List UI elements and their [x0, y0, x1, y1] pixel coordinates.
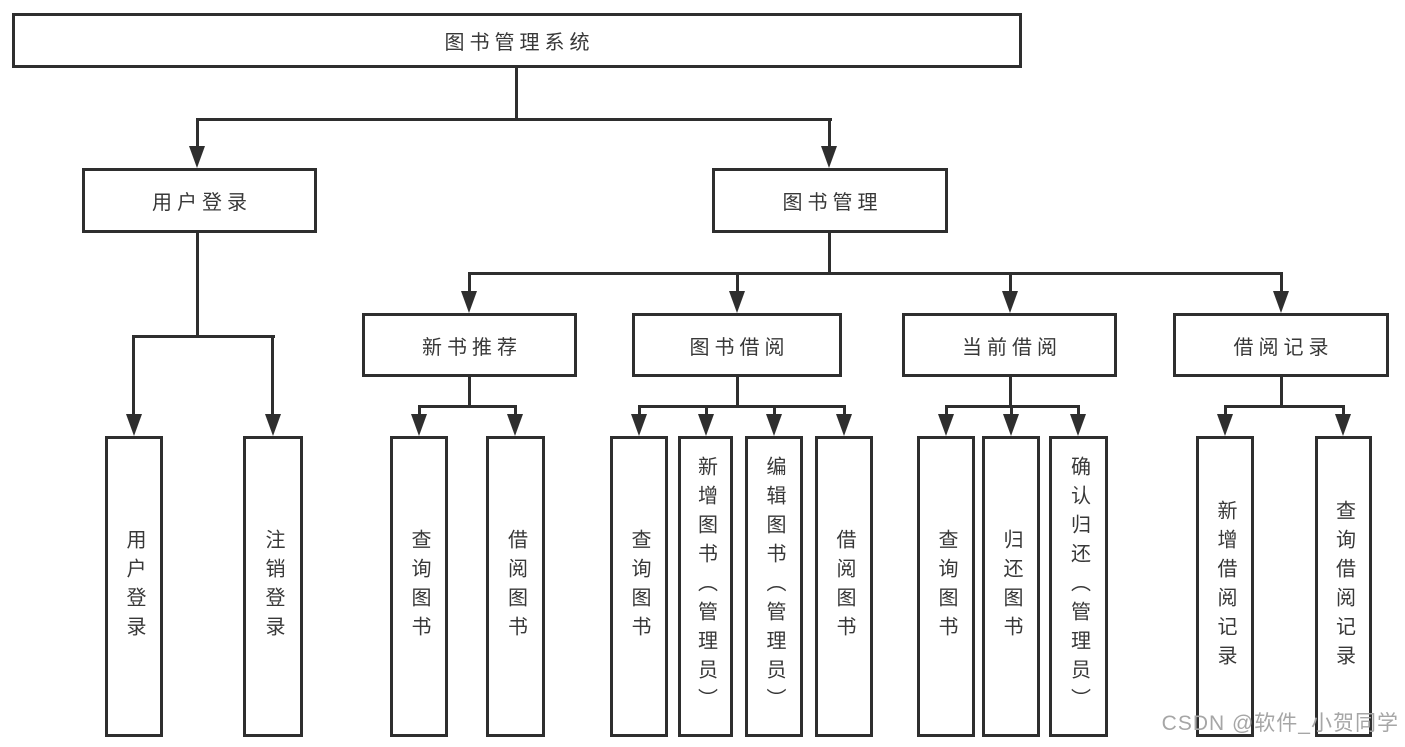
connector-user-login-stem — [196, 233, 199, 338]
leaf-label: 查询图书 — [408, 528, 430, 645]
connector-drop — [514, 405, 517, 416]
arrowhead-down-icon — [1003, 414, 1019, 436]
connector-book-management-bus — [468, 272, 1283, 275]
connector-drop-user-login — [196, 118, 199, 148]
connector-drop-book-management — [828, 118, 831, 148]
connector-user-login-bus — [133, 335, 275, 338]
leaf-label: 确认归还（管理员） — [1067, 456, 1090, 717]
arrowhead-down-icon — [265, 414, 281, 436]
node-book-management: 图书管理 — [712, 168, 948, 233]
leaf-borrow-books-recommend: 借阅图书 — [486, 436, 545, 737]
leaf-edit-book-admin: 编辑图书（管理员） — [745, 436, 803, 737]
connector-borrow-record-bus — [1224, 405, 1345, 408]
arrowhead-down-icon — [766, 414, 782, 436]
leaf-query-books-borrow: 查询图书 — [610, 436, 668, 737]
connector-new-book-bus — [418, 405, 517, 408]
arrowhead-down-icon — [938, 414, 954, 436]
connector-drop — [418, 405, 421, 416]
csdn-watermark: CSDN @软件_小贺同学 — [1161, 712, 1399, 735]
connector-drop — [638, 405, 641, 416]
connector-borrow-record-stem — [1280, 377, 1283, 408]
connector-new-book-stem — [468, 377, 471, 408]
node-label: 借阅记录 — [1233, 336, 1334, 359]
leaf-label: 查询图书 — [935, 528, 957, 645]
arrowhead-down-icon — [631, 414, 647, 436]
leaf-label: 归还图书 — [1000, 528, 1022, 645]
connector-drop-new-book-recommend — [468, 272, 471, 293]
node-book-borrow: 图书借阅 — [632, 313, 842, 377]
leaf-user-login: 用户登录 — [105, 436, 163, 737]
leaf-label: 借阅图书 — [833, 528, 855, 645]
connector-drop-borrow-record — [1280, 272, 1283, 293]
connector-drop — [945, 405, 948, 416]
arrowhead-down-icon — [1217, 414, 1233, 436]
connector-drop — [843, 405, 846, 416]
leaf-label: 用户登录 — [123, 528, 145, 645]
connector-drop-book-borrow — [736, 272, 739, 293]
node-label: 图书借阅 — [689, 336, 790, 359]
leaf-query-books-current: 查询图书 — [917, 436, 975, 737]
arrowhead-down-icon — [836, 414, 852, 436]
connector-root-stem — [515, 68, 518, 121]
connector-drop — [773, 405, 776, 416]
connector-drop — [1077, 405, 1080, 416]
leaf-confirm-return-admin: 确认归还（管理员） — [1049, 436, 1108, 737]
leaf-label: 注销登录 — [262, 528, 284, 645]
arrowhead-down-icon — [507, 414, 523, 436]
arrowhead-down-icon — [1273, 291, 1289, 313]
arrowhead-down-icon — [1070, 414, 1086, 436]
node-label: 用户登录 — [152, 192, 252, 214]
arrowhead-down-icon — [126, 414, 142, 436]
arrowhead-down-icon — [461, 291, 477, 313]
node-label: 图书管理 — [782, 192, 883, 214]
leaf-label: 查询图书 — [628, 528, 650, 645]
connector-book-borrow-bus — [638, 405, 846, 408]
connector-drop — [705, 405, 708, 416]
connector-drop — [1342, 405, 1345, 416]
connector-drop — [1010, 405, 1013, 416]
connector-root-bus — [196, 118, 832, 121]
connector-book-borrow-stem — [736, 377, 739, 408]
connector-drop-leaf-logout — [271, 335, 274, 416]
node-user-login: 用户登录 — [82, 168, 317, 233]
arrowhead-down-icon — [189, 146, 205, 168]
connector-current-borrow-stem — [1009, 377, 1012, 408]
leaf-add-borrow-record: 新增借阅记录 — [1196, 436, 1254, 737]
node-label: 新书推荐 — [422, 336, 522, 359]
node-current-borrow: 当前借阅 — [902, 313, 1117, 377]
leaf-borrow-books: 借阅图书 — [815, 436, 873, 737]
node-label: 当前借阅 — [962, 336, 1062, 359]
leaf-label: 新增借阅记录 — [1214, 499, 1236, 674]
node-root: 图书管理系统 — [12, 13, 1022, 68]
node-new-book-recommend: 新书推荐 — [362, 313, 577, 377]
leaf-label: 借阅图书 — [504, 528, 527, 645]
leaf-label: 编辑图书（管理员） — [763, 456, 785, 717]
node-borrow-record: 借阅记录 — [1173, 313, 1389, 377]
arrowhead-down-icon — [411, 414, 427, 436]
arrowhead-down-icon — [729, 291, 745, 313]
arrowhead-down-icon — [1335, 414, 1351, 436]
node-label: 图书管理系统 — [444, 32, 595, 54]
leaf-add-book-admin: 新增图书（管理员） — [678, 436, 733, 737]
leaf-label: 新增图书（管理员） — [694, 456, 717, 717]
arrowhead-down-icon — [821, 146, 837, 168]
leaf-logout: 注销登录 — [243, 436, 303, 737]
connector-drop — [1224, 405, 1227, 416]
leaf-label: 查询借阅记录 — [1332, 499, 1355, 674]
arrowhead-down-icon — [698, 414, 714, 436]
connector-drop-leaf-user-login — [132, 335, 135, 416]
leaf-return-book: 归还图书 — [982, 436, 1040, 737]
arrowhead-down-icon — [1002, 291, 1018, 313]
connector-book-management-stem — [828, 233, 831, 275]
connector-drop-current-borrow — [1009, 272, 1012, 293]
leaf-query-books-recommend: 查询图书 — [390, 436, 448, 737]
leaf-query-borrow-record: 查询借阅记录 — [1315, 436, 1372, 737]
